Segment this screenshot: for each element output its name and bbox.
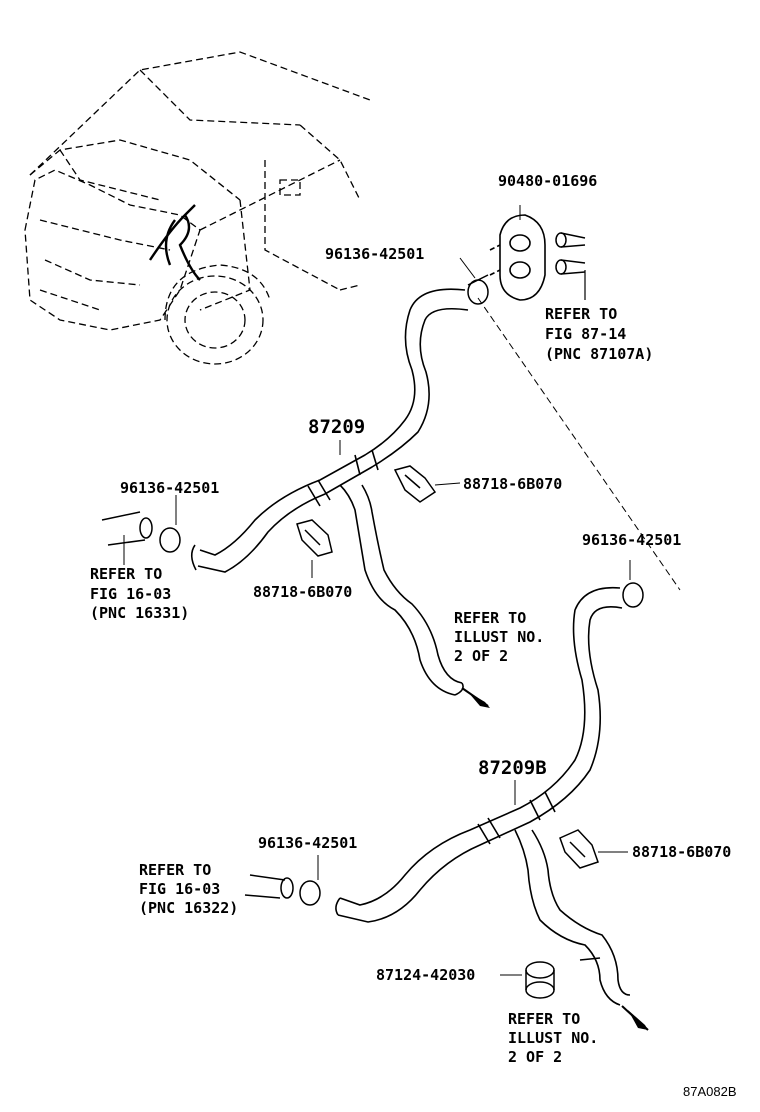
vehicle-outline (24, 51, 371, 365)
note-refer-16331-line3: (PNC 16331) (90, 604, 190, 622)
clamp-left (101, 511, 181, 553)
hose-87209b (335, 586, 631, 1006)
clamp-bottom (244, 874, 321, 906)
note-refer-illust-2-line3: 2 OF 2 (508, 1048, 563, 1066)
label-clamp-bottom: 96136-42501 (258, 834, 358, 852)
label-87124-42030: 87124-42030 (376, 966, 476, 984)
label-clip-a: 88718-6B070 (463, 475, 563, 493)
clamp-right (622, 582, 644, 608)
note-refer-16322-line1: REFER TO (139, 861, 212, 879)
heater-pipe-ends (555, 232, 586, 300)
label-clip-b: 88718-6B070 (253, 583, 353, 601)
label-clamp-top: 96136-42501 (325, 245, 425, 263)
harness-location-mark (149, 204, 201, 281)
label-clip-c: 88718-6B070 (632, 843, 732, 861)
label-clamp-right: 96136-42501 (582, 531, 682, 549)
grommet-part (489, 214, 546, 301)
clamp-87124 (525, 961, 555, 999)
clip-upper-right (393, 465, 437, 503)
note-refer-87-14-line2: FIG 87-14 (545, 325, 627, 343)
clip-lower-right (559, 829, 599, 869)
clamp-top (467, 274, 489, 305)
note-refer-16322-line2: FIG 16-03 (139, 880, 221, 898)
hose-87209 (190, 288, 469, 696)
note-refer-16331-line1: REFER TO (90, 565, 163, 583)
note-refer-illust-1-line2: ILLUST NO. (454, 628, 545, 646)
figure-code: 87A082B (683, 1084, 737, 1099)
label-87209: 87209 (308, 416, 366, 438)
leader-lines (123, 440, 628, 976)
note-refer-illust-1-line1: REFER TO (454, 609, 527, 627)
flow-arrows (461, 687, 649, 1031)
note-refer-illust-1-line3: 2 OF 2 (454, 647, 509, 665)
note-refer-illust-2-line2: ILLUST NO. (508, 1029, 599, 1047)
label-clamp-left: 96136-42501 (120, 479, 220, 497)
note-refer-illust-2-line1: REFER TO (508, 1010, 581, 1028)
label-90480-01696: 90480-01696 (498, 172, 598, 190)
clip-upper-left (296, 519, 333, 557)
note-refer-16331-line2: FIG 16-03 (90, 585, 172, 603)
note-refer-87-14-line1: REFER TO (545, 305, 618, 323)
note-refer-16322-line3: (PNC 16322) (139, 899, 239, 917)
label-87209b: 87209B (478, 757, 547, 779)
note-refer-87-14-line3: (PNC 87107A) (545, 345, 654, 363)
